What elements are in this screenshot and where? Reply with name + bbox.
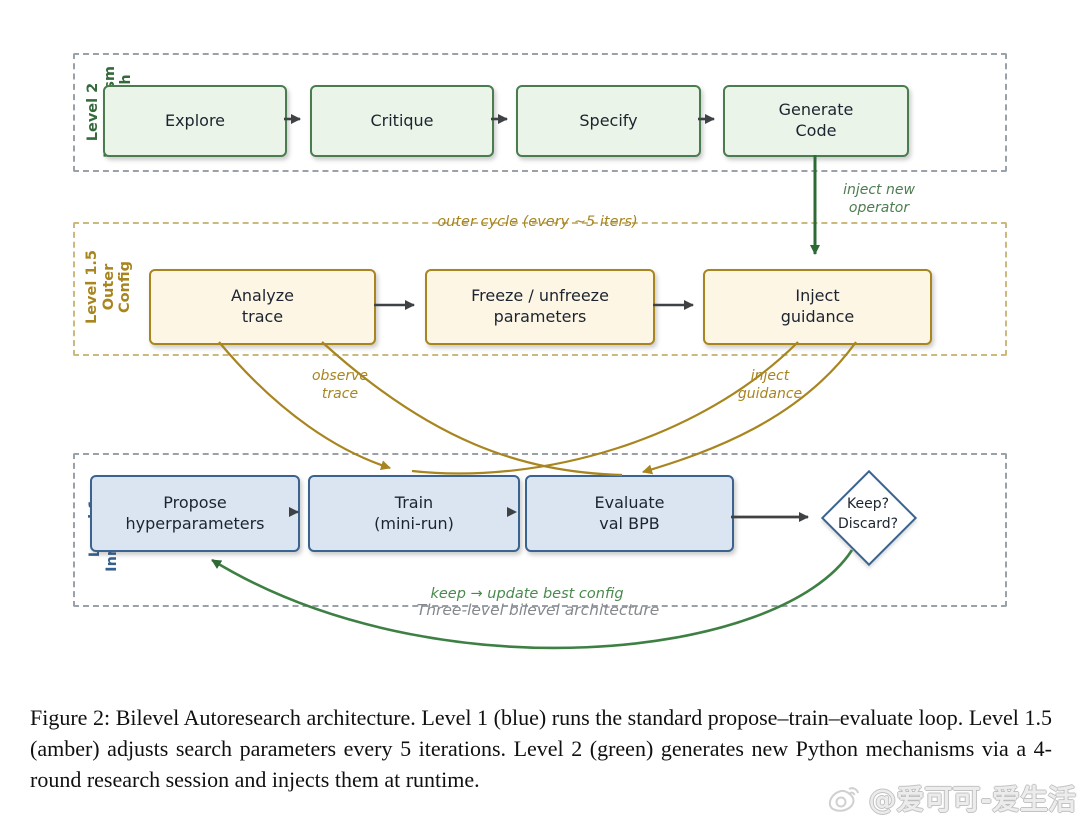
node-critique: Critique xyxy=(310,85,494,157)
diagram-subtitle: Three-level bilevel architecture xyxy=(416,601,660,619)
watermark-text: @爱可可-爱生活 xyxy=(868,783,1076,816)
node-train-minirun: Train (mini-run) xyxy=(308,475,520,552)
level2-container xyxy=(73,53,1007,172)
node-explore: Explore xyxy=(103,85,287,157)
node-inject-guidance: Inject guidance xyxy=(703,269,932,345)
level15-side-label: Level 1.5 Outer Config xyxy=(83,249,134,325)
node-generate-code: Generate Code xyxy=(723,85,909,157)
node-specify: Specify xyxy=(516,85,701,157)
observe-trace-note: observe trace xyxy=(311,368,368,402)
inject-guidance-note: inject guidance xyxy=(737,368,803,402)
inject-new-operator-note: inject new operator xyxy=(843,182,915,216)
weibo-logo-icon xyxy=(829,787,860,812)
decision-diamond-label: Keep? Discard? xyxy=(837,496,899,533)
watermark: @爱可可-爱生活 xyxy=(827,778,1076,818)
curve-analyze-to-train xyxy=(218,341,391,471)
figure-caption: Figure 2: Bilevel Autoresearch architect… xyxy=(30,705,1052,792)
node-freeze-parameters: Freeze / unfreeze parameters xyxy=(425,269,655,345)
outer-cycle-note: outer cycle (every ~5 iters) xyxy=(437,214,638,230)
node-analyze-trace: Analyze trace xyxy=(149,269,376,345)
node-evaluate-valbpb: Evaluate val BPB xyxy=(525,475,734,552)
node-propose-hyperparameters: Propose hyperparameters xyxy=(90,475,300,552)
